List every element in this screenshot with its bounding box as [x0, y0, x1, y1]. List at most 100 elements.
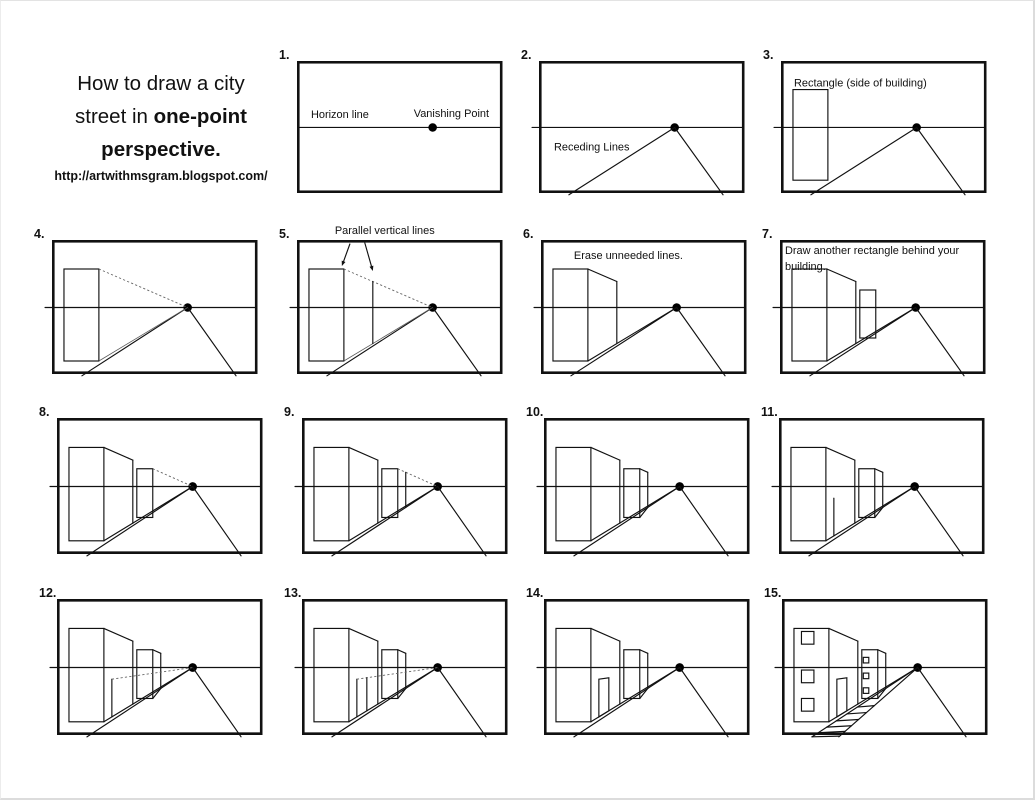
tutorial-panel-12: 12.	[39, 586, 263, 738]
panel-9-drawing	[294, 417, 508, 557]
panel-7-drawing: Draw another rectangle behind your buildi…	[772, 239, 986, 377]
receding-line-left	[811, 666, 919, 738]
building1-roof-edge	[348, 446, 379, 461]
building2-front-rect	[858, 468, 876, 519]
building2-base-edge	[639, 506, 649, 519]
building2-front-rect	[623, 649, 641, 700]
panel-number: 13.	[284, 586, 302, 600]
panel-number: 1.	[279, 48, 290, 62]
building2-front-rect	[861, 649, 879, 700]
panel-number: 10.	[526, 405, 544, 419]
building1-base-line	[103, 666, 194, 723]
panel-14-drawing	[536, 598, 750, 738]
receding-line-left	[81, 306, 189, 377]
panel-12-drawing	[49, 598, 263, 738]
building2-front-rect	[136, 649, 154, 700]
building2-base-edge	[639, 687, 649, 700]
panel-number: 7.	[762, 227, 773, 241]
building2-window	[862, 672, 870, 680]
receding-line-left	[570, 306, 678, 377]
page-title-line2-bold: one-point	[153, 105, 247, 128]
building1-roof-edge	[825, 446, 856, 461]
building2-front-rect	[381, 649, 399, 700]
panel-number: 6.	[523, 227, 534, 241]
building2-window	[862, 687, 870, 694]
guide-line-building2	[152, 468, 193, 487]
panel-3-drawing: Rectangle (side of building)	[773, 60, 987, 196]
panel-number: 3.	[763, 48, 774, 62]
building2-roof-edge	[639, 649, 649, 654]
panel-number: 4.	[34, 227, 45, 241]
guide-line-top	[343, 268, 433, 308]
building1-front-rect	[63, 268, 100, 362]
building2-front-rect	[859, 289, 877, 339]
building1-front-rect	[313, 627, 350, 723]
panel-number: 2.	[521, 48, 532, 62]
page-title-line3: perspective.	[101, 138, 221, 161]
building1-base-line	[348, 666, 439, 723]
door-shape	[836, 677, 848, 718]
receding-line-right	[192, 485, 242, 557]
receding-line-right	[674, 126, 724, 196]
building2-roof-edge	[877, 649, 887, 654]
panel-5-drawing: Parallel vertical lines	[289, 225, 503, 377]
arrow-to-back-edge	[364, 242, 374, 271]
building2-base-edge	[874, 506, 884, 519]
building1-roof-edge	[828, 627, 859, 642]
sidewalk-rung	[856, 705, 875, 708]
tutorial-panel-10: 10.	[526, 405, 750, 557]
building1-front-rect	[552, 268, 589, 362]
panel-13-drawing	[294, 598, 508, 738]
parallel-lines-label: Parallel vertical lines	[335, 225, 435, 237]
receding-line-right	[192, 666, 242, 738]
tutorial-panel-11: 11.	[761, 405, 985, 557]
building2-roof-edge	[397, 649, 407, 654]
receding-line-left	[326, 306, 434, 377]
panel-6-drawing: Erase unneeded lines.	[533, 239, 747, 377]
panel-number: 12.	[39, 586, 57, 600]
building2-window	[862, 656, 870, 664]
panel-number: 5.	[279, 227, 290, 241]
behind-label-line2: building.	[785, 261, 826, 273]
guide-line-bottom	[343, 307, 433, 362]
receding-line-left	[809, 306, 917, 377]
building1-roof-edge	[103, 627, 134, 642]
receding-line-right	[917, 666, 967, 738]
panel-2-drawing: Receding Lines	[531, 60, 745, 196]
tutorial-panel-8: 8.	[39, 405, 263, 557]
sidewalk-rung	[811, 735, 841, 738]
receding-line-left	[573, 666, 681, 738]
door-guide-line	[356, 667, 438, 680]
building1-front-rect	[793, 627, 830, 723]
building1-roof-edge	[590, 627, 621, 642]
receding-line-right	[916, 126, 966, 196]
page-title-line2: street in one-point	[37, 100, 285, 133]
building1-base-line	[825, 485, 916, 542]
building1-window	[800, 630, 815, 645]
tutorial-panel-6: 6.Erase unneeded lines.	[523, 227, 747, 377]
building1-base-line	[587, 306, 678, 362]
building1-roof-edge	[587, 268, 618, 283]
guide-line-top	[98, 268, 188, 308]
panel-frame	[296, 60, 503, 193]
blog-url: http://artwithmsgram.blogspot.com/	[54, 169, 268, 183]
behind-label-line1: Draw another rectangle behind your	[785, 245, 960, 257]
building2-base-edge	[397, 687, 407, 700]
tutorial-panel-13: 13.	[284, 586, 508, 738]
panel-15-drawing	[774, 598, 988, 738]
building1-window	[800, 697, 815, 712]
tutorial-panel-14: 14.	[526, 586, 750, 738]
door-shape	[598, 677, 610, 718]
receding-line-right	[432, 306, 482, 377]
receding-line-left	[86, 666, 194, 738]
tutorial-panel-7: 7. Draw another rectangle behind your buil…	[762, 227, 986, 377]
building1-front-rect	[555, 627, 592, 723]
receding-line-left	[810, 126, 918, 196]
panel-11-drawing	[771, 417, 985, 557]
receding-line-left	[568, 126, 676, 196]
panel-number: 11.	[761, 405, 778, 419]
guide-line-bottom	[98, 307, 188, 362]
receding-line-left	[573, 485, 681, 557]
sidewalk-rung	[826, 725, 853, 728]
